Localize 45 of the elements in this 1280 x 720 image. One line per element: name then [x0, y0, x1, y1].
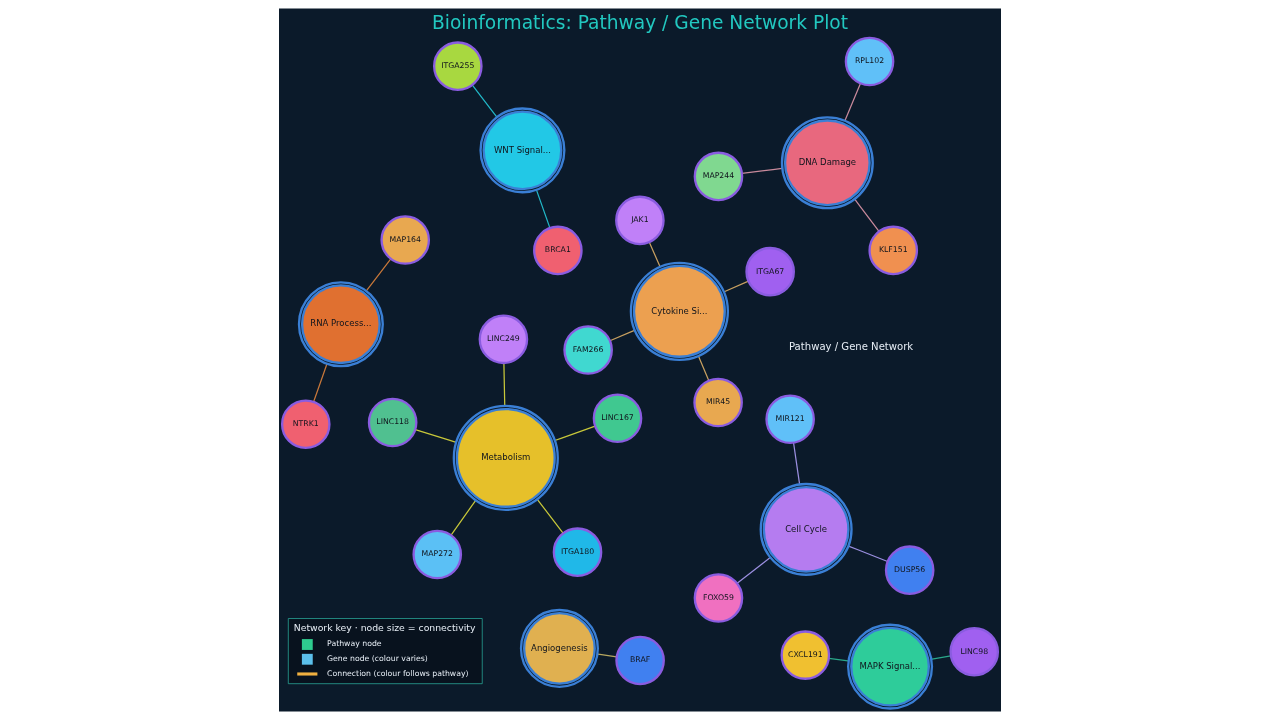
connector	[313, 363, 328, 403]
connector	[736, 556, 771, 584]
connector	[648, 241, 661, 268]
node-circle: KLF151	[868, 225, 919, 276]
node-circle: BRAF	[615, 635, 665, 686]
node-circle: LINC118	[367, 397, 418, 448]
node-circle: DUSP56	[884, 545, 935, 595]
node-circle: NTRK1	[280, 399, 331, 450]
node-circle: MAP244	[693, 151, 744, 202]
node-circle: MAP272	[412, 529, 463, 580]
connector	[535, 189, 551, 229]
node-circle: MIR45	[693, 377, 743, 428]
node-circle: JAK1	[615, 195, 665, 246]
node-circle: FOXO59	[693, 573, 744, 623]
node-circle: ITGA255	[433, 41, 483, 91]
node-circle: LINC98	[949, 626, 1000, 677]
label: Network key · node size = connectivity	[293, 622, 476, 634]
connector	[503, 362, 506, 407]
connector	[365, 258, 392, 292]
connector	[697, 355, 710, 382]
connector	[536, 498, 564, 534]
connector	[828, 657, 850, 662]
node-circle: RPL102	[844, 36, 895, 87]
node-circle: CXCL191	[780, 630, 831, 680]
connector	[741, 167, 783, 175]
label: Pathway / Gene Network	[789, 340, 914, 352]
node-circle: LINC249	[478, 314, 529, 365]
connector	[554, 425, 596, 442]
connector	[471, 84, 498, 118]
node-circle: FAM266	[563, 325, 613, 375]
connector	[792, 442, 801, 485]
node-circle: MAP164	[380, 215, 431, 265]
connector	[844, 82, 862, 122]
legend-label: Gene node (colour varies)	[327, 654, 428, 664]
connector	[854, 198, 880, 233]
node-circle: MIR121	[765, 394, 815, 445]
node-circle: ITGA67	[745, 246, 795, 297]
connector	[609, 329, 636, 342]
node-circle: ITGA180	[552, 527, 603, 577]
legend-label: Pathway node	[327, 639, 382, 649]
connector	[450, 499, 477, 536]
node-circle: BRCA1	[533, 225, 583, 276]
diagram-title: Bioinformatics: Pathway / Gene Network Plot	[432, 12, 848, 34]
legend-label: Connection (colour follows pathway)	[327, 668, 469, 678]
node-circle: LINC167	[592, 393, 643, 444]
